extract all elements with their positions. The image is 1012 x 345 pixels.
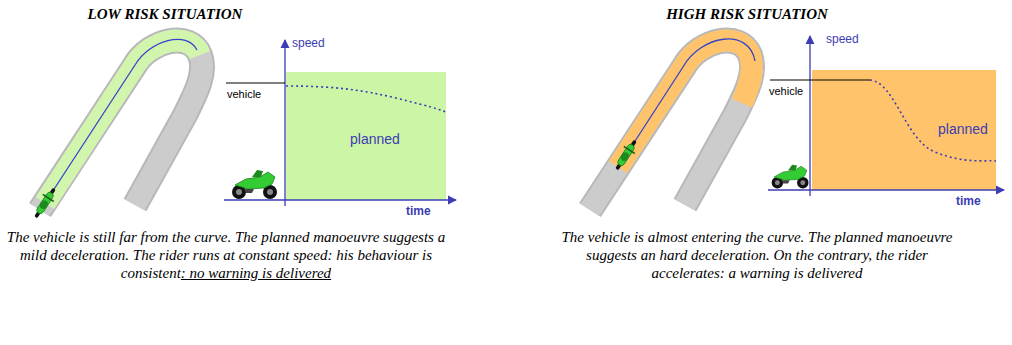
planned-path-band — [45, 41, 200, 203]
trajectory-line — [45, 39, 197, 203]
vehicle-speed-line — [226, 83, 285, 84]
caption-text: The vehicle is almost entering the curve… — [552, 228, 962, 282]
reference-label: vehicle — [227, 88, 283, 100]
axis-label: time — [956, 194, 1006, 208]
road — [590, 41, 752, 210]
reference-label: vehicle — [769, 85, 803, 97]
axis-line — [809, 36, 810, 196]
road-illustration — [30, 39, 202, 220]
caption-text: : no warning is delivered — [181, 265, 331, 281]
motorcycle-icon — [232, 170, 277, 199]
axis-line — [284, 40, 285, 206]
trajectory-line — [626, 39, 755, 155]
panel-title: HIGH RISK SITUATION — [612, 6, 882, 23]
motorcycle-icon — [611, 137, 640, 173]
axis-label: speed — [292, 36, 352, 50]
axis-label: speed — [826, 32, 859, 46]
motorcycle-icon — [772, 165, 809, 189]
reference-label: vehicle — [769, 85, 809, 97]
axis-label: speed — [826, 32, 886, 46]
axis-label: time — [406, 204, 456, 218]
planned-speed-curve — [870, 80, 996, 161]
road — [590, 41, 752, 210]
axis-line — [224, 199, 456, 200]
axis-line — [768, 189, 1004, 190]
planned-speed-curve — [286, 86, 446, 112]
speed-chart — [224, 40, 456, 206]
road — [40, 41, 202, 210]
road — [40, 41, 202, 210]
road-illustration — [590, 39, 755, 210]
panel-title: LOW RISK SITUATION — [30, 6, 300, 23]
planned-region: planned — [812, 70, 996, 190]
planned-path-band — [618, 41, 752, 167]
region-label: planned — [938, 121, 988, 137]
axis-label: time — [406, 204, 431, 218]
caption-text: The vehicle is almost entering the curve… — [561, 229, 952, 281]
speed-chart — [768, 36, 1004, 196]
panel-title: LOW RISK SITUATION — [88, 6, 243, 22]
vehicle-speed-line — [770, 80, 870, 81]
axis-label: speed — [292, 36, 325, 50]
reference-label: vehicle — [227, 88, 261, 100]
panel-title: HIGH RISK SITUATION — [666, 6, 828, 22]
motorcycle-icon — [30, 185, 59, 221]
region-label: planned — [350, 131, 400, 147]
axis-label: time — [956, 194, 981, 208]
caption-text: The vehicle is still far from the curve.… — [4, 228, 448, 282]
